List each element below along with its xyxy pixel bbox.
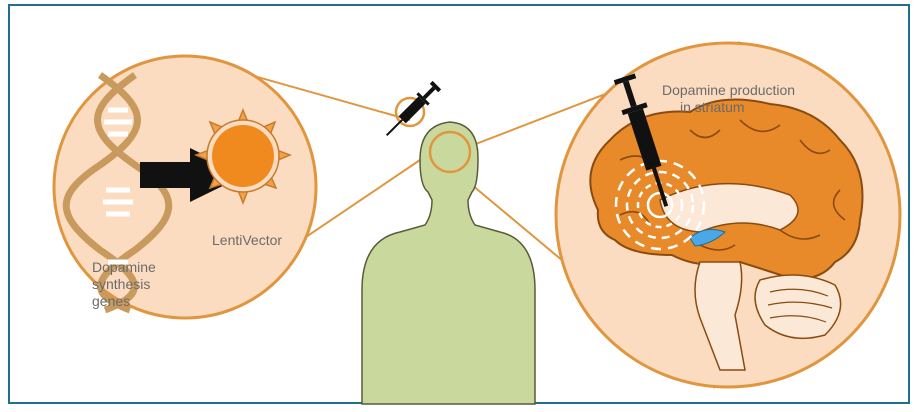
production-label-line1: Dopamine production (662, 82, 795, 98)
genes-label-line3: genes (92, 293, 130, 309)
vector-label: LentiVector (212, 232, 282, 248)
production-label-line2: in striatum (680, 99, 745, 115)
genes-label-line1: Dopamine (92, 259, 156, 275)
vector-zoom-circle: LentiVector Dopamine synthesis genes (54, 56, 316, 318)
genes-label-line2: synthesis (92, 276, 150, 292)
brain-zoom-circle: Dopamine production in striatum (556, 43, 900, 387)
person-silhouette (362, 122, 535, 404)
